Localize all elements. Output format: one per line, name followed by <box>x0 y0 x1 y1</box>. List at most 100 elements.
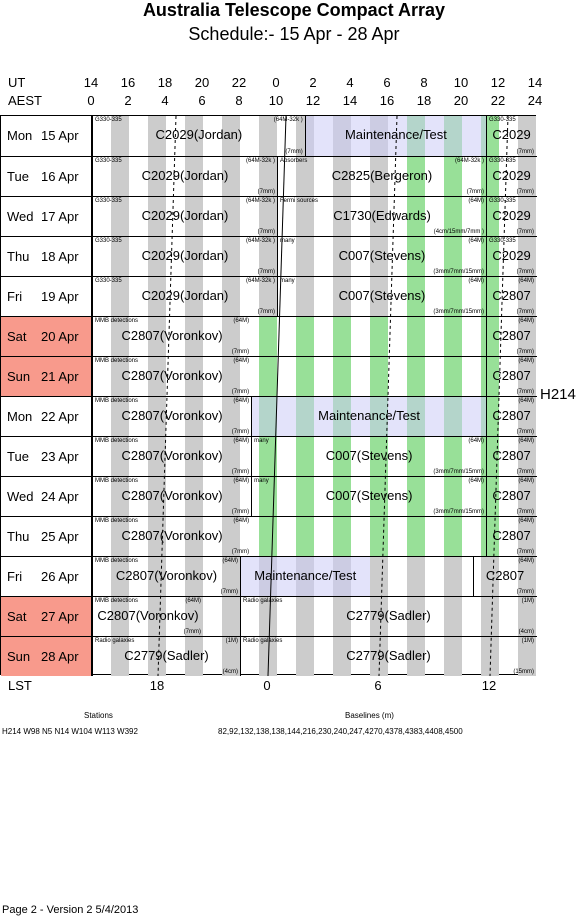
hour-band <box>369 437 388 476</box>
observation-block[interactable]: C2807(Voronkov)MMB detections(64M)(7mm) <box>92 557 240 596</box>
block-target: MMB detections <box>95 358 139 364</box>
hour-band <box>184 157 203 196</box>
day-date: 26 Apr <box>41 569 79 584</box>
baselines-label: Baselines (m) <box>345 711 394 720</box>
observation-block[interactable]: C2029(Jordan)G330-335(64M-32k )(7mm) <box>92 277 277 316</box>
observation-block[interactable]: C2807(Voronkov)MMB detections(64M)(7mm) <box>92 437 251 476</box>
observation-block[interactable]: Maintenance/Test <box>304 116 487 156</box>
observation-block[interactable]: C2029(Jordan)G330-335(64M-32k )(7mm) <box>92 237 277 276</box>
observation-block[interactable]: C2807(Voronkov)MMB detections(64M)(7mm) <box>92 597 203 636</box>
observation-block[interactable]: C2779(Sadler)Radio galaxies(1M)(4cm) <box>240 597 536 636</box>
observation-block[interactable]: C2807(64M)(7mm) <box>473 557 536 596</box>
observation-block[interactable]: C2029(Jordan)G330-335(64M-32k )(7mm) <box>92 116 305 156</box>
observation-block[interactable]: Maintenance/Test <box>240 557 370 596</box>
hour-band <box>332 157 351 196</box>
project-name: C2807(Voronkov) <box>121 448 223 463</box>
page-subtitle: Schedule:- 15 Apr - 28 Apr <box>188 24 400 44</box>
hour-band <box>443 517 462 556</box>
observation-block[interactable]: C2779(Sadler)Radio galaxies(1M)(4cm) <box>92 637 240 676</box>
observation-block[interactable]: C2807(Voronkov)MMB detections(64M)(7mm) <box>92 517 251 556</box>
observation-block[interactable]: C1730(Edwards)Fermi sources(64M)(4cm/15m… <box>277 197 486 236</box>
hour-band <box>406 317 425 356</box>
observation-block[interactable]: C2807(64M)(7mm) <box>486 317 536 356</box>
block-config: (64M) <box>518 398 534 404</box>
project-name: C2807(Voronkov) <box>121 488 223 503</box>
day-name: Sun <box>7 649 31 664</box>
hour-band <box>480 557 499 596</box>
observation-block[interactable]: C2807(64M)(7mm) <box>486 437 536 476</box>
observation-block[interactable]: C2807(64M)(7mm) <box>486 477 536 516</box>
hour-band <box>443 357 462 396</box>
hour-band <box>221 157 240 196</box>
observation-block[interactable]: C007(Stevens)many(64M)(3mm/7mm/15mm) <box>251 477 486 516</box>
hour-band <box>295 477 314 516</box>
day-date: 16 Apr <box>41 169 79 184</box>
lst-line <box>157 116 177 676</box>
hour-band <box>517 197 536 236</box>
hour-band <box>258 277 277 316</box>
hour-band <box>369 277 388 316</box>
hour-band <box>110 477 129 516</box>
observation-block[interactable]: C2029(Jordan)G330-335(64M-32k )(7mm) <box>92 157 277 196</box>
block-target: Radio galaxies <box>243 638 283 644</box>
observation-block[interactable]: C2807(Voronkov)MMB detections(64M)(7mm) <box>92 317 251 356</box>
block-config: (64M-32k ) <box>245 158 275 164</box>
hour-band <box>258 477 277 516</box>
observation-block[interactable]: C2807(64M)(7mm) <box>486 517 536 556</box>
block-target: G330-335 <box>489 198 516 204</box>
observation-block[interactable]: Maintenance/Test <box>251 397 487 436</box>
project-name: C2807 <box>492 528 531 543</box>
hour-band <box>369 357 388 396</box>
block-config: (64M) <box>233 518 250 524</box>
ut-tick: 10 <box>453 75 469 90</box>
hour-band <box>517 477 536 516</box>
hour-band <box>443 157 462 196</box>
ut-tick: 0 <box>272 75 280 90</box>
hour-band <box>443 637 462 676</box>
day-name: Sat <box>7 609 27 624</box>
hour-band <box>517 397 536 436</box>
hour-band <box>184 437 203 476</box>
block-band: (15mm) <box>513 669 534 675</box>
observation-block[interactable]: C007(Stevens)many(64M)(3mm/7mm/15mm) <box>251 437 486 476</box>
day-name: Tue <box>7 169 29 184</box>
project-name: C2029 <box>492 208 531 223</box>
hour-band <box>184 517 203 556</box>
observation-block[interactable]: C2029(Jordan)G330-335(64M-32k )(7mm) <box>92 197 277 236</box>
hour-band <box>147 116 166 156</box>
observation-block[interactable]: C2807(64M)(7mm) <box>486 397 536 436</box>
hour-band <box>110 317 129 356</box>
project-name: C2029(Jordan) <box>155 127 243 142</box>
observation-block[interactable]: C2807(Voronkov)MMB detections(64M)(7mm) <box>92 477 251 516</box>
hour-band <box>517 116 536 156</box>
hour-band <box>147 397 166 436</box>
block-band: (7mm) <box>285 149 303 155</box>
lst-tick: 18 <box>149 678 165 693</box>
project-name: C2807(Voronkov) <box>115 568 218 583</box>
hour-band <box>221 116 240 156</box>
day-name: Mon <box>7 128 33 143</box>
ut-tick: 20 <box>194 75 210 90</box>
observation-block[interactable]: C2825(Bergeron)Absorbers(64M-32k )(7mm) <box>277 157 486 196</box>
project-name: C2825(Bergeron) <box>331 168 433 183</box>
observation-block[interactable]: C2807(Voronkov)MMB detections(64M)(7mm) <box>92 357 251 396</box>
hour-band <box>517 437 536 476</box>
hour-band <box>258 437 277 476</box>
hour-band <box>110 277 129 316</box>
day-label: Tue 16 Apr <box>1 157 92 196</box>
block-config: (64M-32k ) <box>273 117 303 123</box>
hour-band <box>406 357 425 396</box>
observation-block[interactable]: C007(Stevens)many(64M)(3mm/7mm/15mm) <box>277 277 486 316</box>
observation-block[interactable]: C2807(Voronkov)MMB detections(64M)(7mm) <box>92 397 251 436</box>
observation-block[interactable]: C007(Stevens)many(64M)(3mm/7mm/15mm) <box>277 237 486 276</box>
observation-block[interactable]: C2779(Sadler)Radio galaxies(1M)(15mm) <box>240 637 536 676</box>
observation-block[interactable]: C2807(64M)(7mm) <box>486 357 536 396</box>
block-band: (7mm) <box>231 549 250 555</box>
